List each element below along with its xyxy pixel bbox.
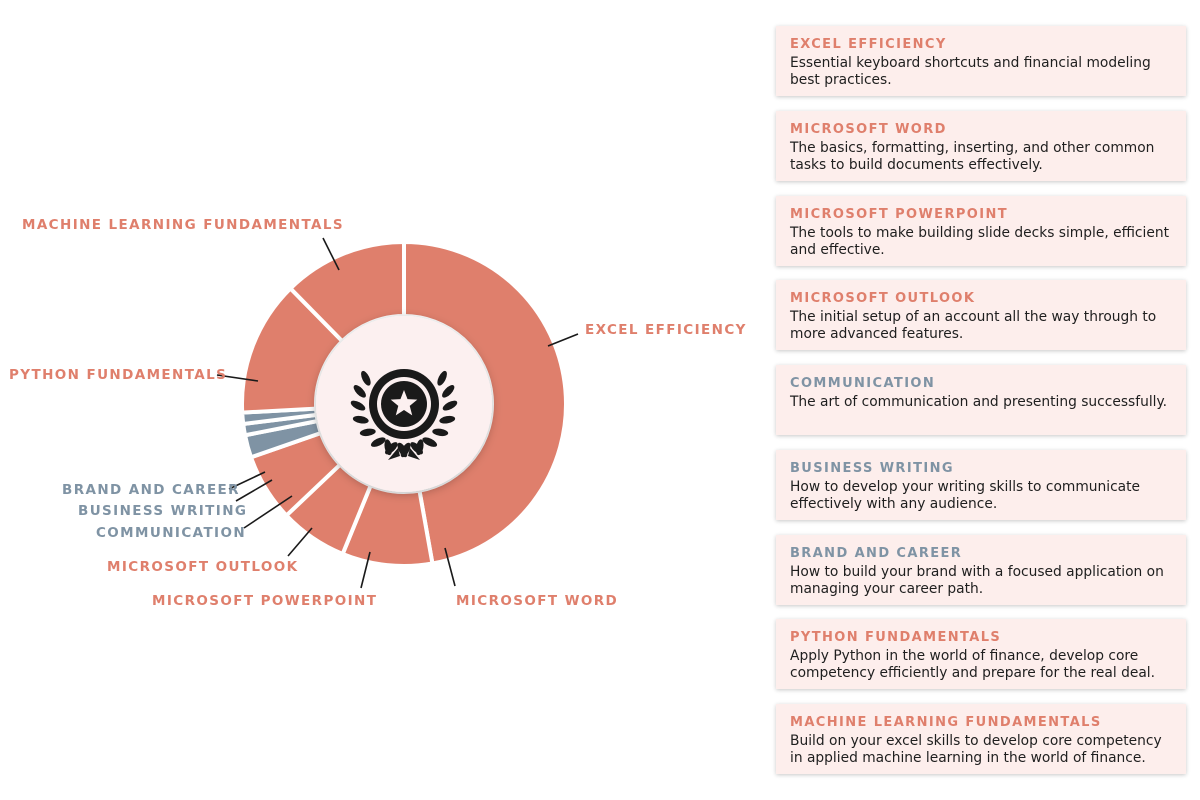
course-card-title: BRAND AND CAREER <box>790 545 963 561</box>
leader-line-microsoft-powerpoint <box>360 551 371 589</box>
leader-lines <box>216 237 579 589</box>
laurel-leaf <box>350 400 366 411</box>
laurel-leaf <box>370 437 386 447</box>
course-card-business-writing: BUSINESS WRITING How to develop your writ… <box>776 449 1186 520</box>
laurel-leaf <box>352 415 369 424</box>
course-card-description: Build on your excel skills to develop co… <box>790 733 1162 766</box>
course-card-title: PYTHON FUNDAMENTALS <box>790 630 1002 646</box>
label-microsoft-word: MICROSOFT WORD <box>456 593 618 609</box>
course-card-description: The initial setup of an account all the … <box>790 309 1157 343</box>
star-icon <box>390 390 418 416</box>
laurel-leaf <box>361 370 371 386</box>
label-microsoft-outlook: MICROSOFT OUTLOOK <box>107 559 299 575</box>
donut-chart: EXCEL EFFICIENCY MICROSOFT WORD MICROSOFT … <box>9 217 747 609</box>
laurel-leaf <box>359 428 376 437</box>
course-card-description: Essential keyboard shortcuts and financi… <box>790 55 1151 88</box>
course-card-description: The art of communication and presenting … <box>790 394 1168 410</box>
course-card-description: The tools to make building slide decks s… <box>790 224 1169 258</box>
label-excel-efficiency: EXCEL EFFICIENCY <box>585 322 747 338</box>
course-card-python-fundamentals: PYTHON FUNDAMENTALS Apply Python in the w… <box>776 619 1186 690</box>
laurel-wreath-star-icon <box>350 369 458 460</box>
course-card-description: Apply Python in the world of finance, de… <box>790 648 1156 682</box>
label-brand-and-career: BRAND AND CAREER <box>62 482 240 498</box>
ribbon-right <box>408 448 420 460</box>
leader-line-microsoft-outlook <box>287 527 313 557</box>
course-card-excel-efficiency: EXCEL EFFICIENCY Essential keyboard short… <box>776 26 1186 96</box>
leader-line-machine-learning-fundamentals <box>322 237 340 271</box>
leader-line-communication <box>243 495 293 529</box>
leader-line-brand-and-career <box>228 471 266 490</box>
leader-line-excel-efficiency <box>547 333 579 347</box>
leader-line-python-fundamentals <box>216 374 259 382</box>
course-card-description: How to build your brand with a focused a… <box>790 563 1164 597</box>
laurel-leaf <box>410 442 423 455</box>
course-card-title: BUSINESS WRITING <box>790 460 954 476</box>
segment-labels: EXCEL EFFICIENCY MICROSOFT WORD MICROSOFT … <box>9 217 747 609</box>
label-business-writing: BUSINESS WRITING <box>78 503 247 519</box>
course-card-title: MICROSOFT WORD <box>790 121 947 137</box>
laurel-leaf <box>384 439 393 456</box>
laurel-leaf <box>437 370 447 386</box>
laurel-leaf <box>442 385 455 398</box>
course-card-microsoft-powerpoint: MICROSOFT POWERPOINT The tools to make bu… <box>776 195 1186 266</box>
ribbon-left <box>388 448 400 460</box>
course-card-communication: COMMUNICATION The art of communication an… <box>776 365 1186 435</box>
course-card-title: COMMUNICATION <box>790 376 936 391</box>
course-card-microsoft-word: MICROSOFT WORD The basics, formatting, in… <box>776 110 1186 181</box>
laurel-leaf <box>432 428 449 437</box>
label-microsoft-powerpoint: MICROSOFT POWERPOINT <box>152 593 377 609</box>
course-card-description: The basics, formatting, inserting, and o… <box>790 139 1155 173</box>
leader-line-microsoft-word <box>444 547 456 587</box>
label-communication: COMMUNICATION <box>96 525 246 541</box>
course-card-title: MACHINE LEARNING FUNDAMENTALS <box>790 715 1102 730</box>
label-python-fundamentals: PYTHON FUNDAMENTALS <box>9 367 227 383</box>
course-card-title: EXCEL EFFICIENCY <box>790 37 947 52</box>
donut-chart-area: EXCEL EFFICIENCY MICROSOFT WORD MICROSOFT … <box>9 217 747 609</box>
laurel-leaf <box>422 437 438 447</box>
laurel-leaf <box>442 400 458 411</box>
course-card-title: MICROSOFT OUTLOOK <box>790 291 976 307</box>
course-card-title: MICROSOFT POWERPOINT <box>790 206 1009 222</box>
laurel-leaf <box>353 385 366 398</box>
label-machine-learning-fundamentals: MACHINE LEARNING FUNDAMENTALS <box>22 217 344 233</box>
course-card-description: How to develop your writing skills to co… <box>790 478 1141 512</box>
donut-segments <box>240 240 568 568</box>
laurel-leaf <box>397 442 408 458</box>
course-card-microsoft-outlook: MICROSOFT OUTLOOK The initial setup of an… <box>776 280 1186 351</box>
course-card-machine-learning-fundamentals: MACHINE LEARNING FUNDAMENTALS Build on yo… <box>776 704 1186 774</box>
course-card-brand-and-career: BRAND AND CAREER How to build your brand … <box>776 534 1186 605</box>
laurel-leaf <box>439 415 456 424</box>
leader-line-business-writing <box>235 479 273 502</box>
